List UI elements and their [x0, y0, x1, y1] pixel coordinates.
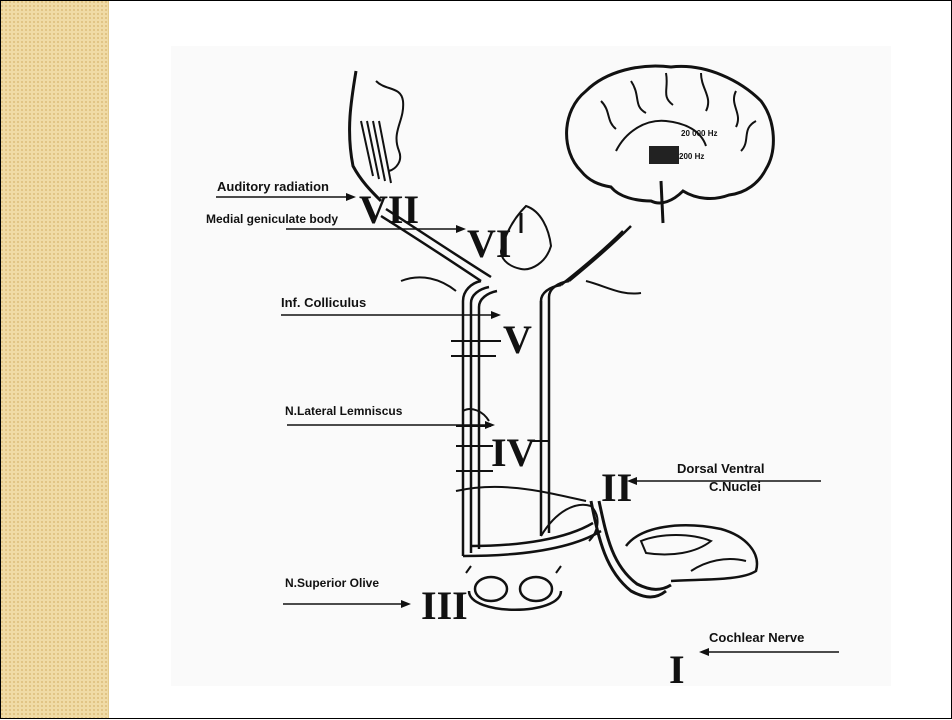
- roman-numeral-vi: VI: [467, 221, 511, 266]
- superior-olive-drawing: [466, 566, 561, 610]
- roman-numeral-v: V: [503, 317, 532, 362]
- svg-text:200 Hz: 200 Hz: [679, 152, 704, 161]
- pathway-lines: [381, 206, 757, 597]
- roman-numeral-vii: VII: [359, 187, 419, 232]
- auditory-cortex-drawing: [350, 71, 404, 201]
- label-auditory-radiation: Auditory radiation: [217, 179, 329, 194]
- label-inf-colliculus: Inf. Colliculus: [281, 295, 366, 310]
- label-n-lateral-lemniscus: N.Lateral Lemniscus: [285, 404, 403, 418]
- brain-icon: 20 000 Hz 200 Hz: [567, 66, 774, 223]
- label-dorsal-ventral: Dorsal Ventral: [677, 461, 764, 476]
- roman-numeral-iv: IV: [491, 430, 536, 475]
- roman-numeral-i: I: [669, 647, 685, 692]
- roman-numeral-iii: III: [421, 583, 468, 628]
- label-cochlear-nerve: Cochlear Nerve: [709, 630, 804, 645]
- svg-text:20 000 Hz: 20 000 Hz: [681, 129, 717, 138]
- label-c-nuclei: C.Nuclei: [709, 479, 761, 494]
- roman-numeral-ii: II: [601, 465, 632, 510]
- label-medial-geniculate-body: Medial geniculate body: [206, 212, 338, 226]
- label-n-superior-olive: N.Superior Olive: [285, 576, 379, 590]
